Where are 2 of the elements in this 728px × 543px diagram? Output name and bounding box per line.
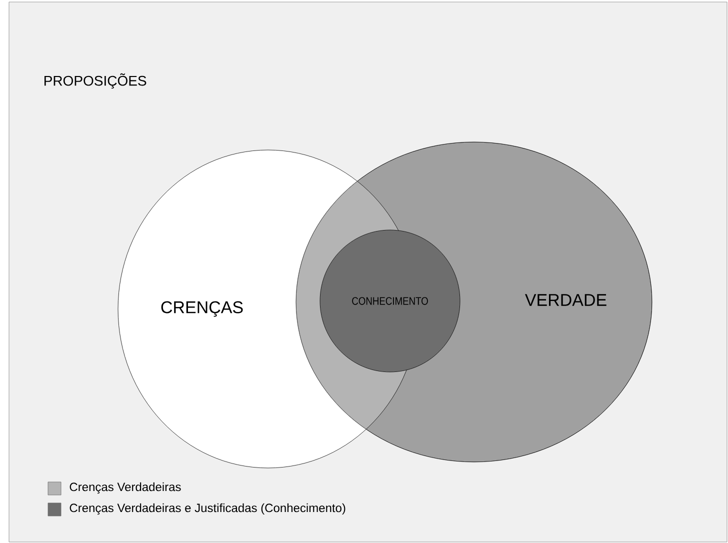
legend-label: Crenças Verdadeiras — [70, 482, 181, 494]
legend-label: Crenças Verdadeiras e Justificadas (Conhecimento) — [70, 503, 346, 515]
